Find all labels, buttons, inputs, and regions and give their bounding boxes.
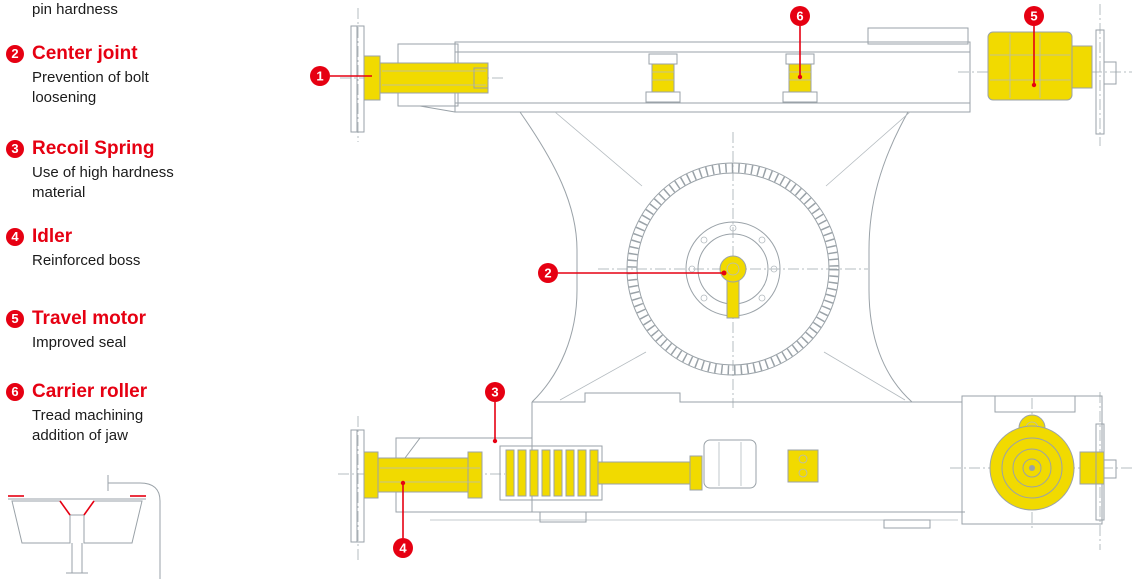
legend-number-badge: 6 xyxy=(6,382,24,401)
callout-leaders xyxy=(330,26,1037,538)
legend-item-desc: pin hardness xyxy=(32,1,118,18)
legend-item-title-row: 5 Travel motor xyxy=(6,309,182,328)
legend-item-desc: Tread machining addition of jaw xyxy=(32,407,144,445)
callout-number: 6 xyxy=(796,9,803,24)
callout-badge-5: 5 xyxy=(1024,6,1044,26)
legend-item-desc: Use of high hardness material xyxy=(32,164,174,202)
callout-badge-1: 1 xyxy=(310,66,330,86)
legend-item-1-partial: pin hardness xyxy=(6,0,182,20)
idler-assembly xyxy=(363,451,483,499)
legend-item-title: Center joint xyxy=(32,43,138,64)
legend-number-badge: 2 xyxy=(6,44,24,63)
carrier-roller-section-diagram xyxy=(8,475,161,579)
callout-number: 2 xyxy=(544,266,551,281)
callout-badge-2: 2 xyxy=(538,263,558,283)
top-joint-assembly xyxy=(363,55,489,101)
legend-item-3: 3 Recoil Spring Use of high hardness mat… xyxy=(6,139,182,204)
legend-item-title-row: 4 Idler xyxy=(6,227,182,246)
legend-item-title: Travel motor xyxy=(32,308,147,329)
swing-bearing-circle xyxy=(626,162,840,376)
bottom-side-frame xyxy=(350,392,965,543)
legend-number-badge: 3 xyxy=(6,139,24,158)
legend-item-6: 6 Carrier roller Tread machining additio… xyxy=(6,382,182,447)
legend-number-badge: 4 xyxy=(6,227,24,246)
legend-item-4: 4 Idler Reinforced boss xyxy=(6,227,182,271)
legend-item-desc: Prevention of bolt loosening xyxy=(32,69,149,107)
roller-jaw-highlights xyxy=(8,495,146,516)
legend-item-title: Carrier roller xyxy=(32,381,148,402)
legend-item-title-row: 3 Recoil Spring xyxy=(6,139,182,158)
callout-badge-4: 4 xyxy=(393,538,413,558)
callout-number: 5 xyxy=(1030,9,1037,24)
callout-number: 3 xyxy=(491,385,498,400)
top-side-frame xyxy=(350,25,971,133)
travel-motor-top xyxy=(867,27,1117,135)
legend-number-badge: 5 xyxy=(6,309,24,328)
track-adjuster-bracket xyxy=(787,449,819,483)
legend-item-5: 5 Travel motor Improved seal xyxy=(6,309,182,353)
travel-motor-bottom xyxy=(961,395,1117,525)
carrier-roller-left xyxy=(645,53,681,103)
legend-item-2: 2 Center joint Prevention of bolt loosen… xyxy=(6,44,182,109)
legend-item-desc: Reinforced boss xyxy=(32,252,141,269)
legend-item-title-row: 2 Center joint xyxy=(6,44,182,63)
legend-item-title: Idler xyxy=(32,226,73,247)
callout-number: 1 xyxy=(316,69,323,84)
callout-badge-3: 3 xyxy=(485,382,505,402)
roller-section-outline xyxy=(8,475,161,579)
legend-item-desc: Improved seal xyxy=(32,334,127,351)
callout-badge-6: 6 xyxy=(790,6,810,26)
legend-item-title-row: 6 Carrier roller xyxy=(6,382,182,401)
callout-number: 4 xyxy=(399,541,407,556)
recoil-spring xyxy=(499,445,703,501)
center-joint xyxy=(719,255,747,319)
legend-item-title: Recoil Spring xyxy=(32,138,155,159)
center-body xyxy=(519,111,913,403)
